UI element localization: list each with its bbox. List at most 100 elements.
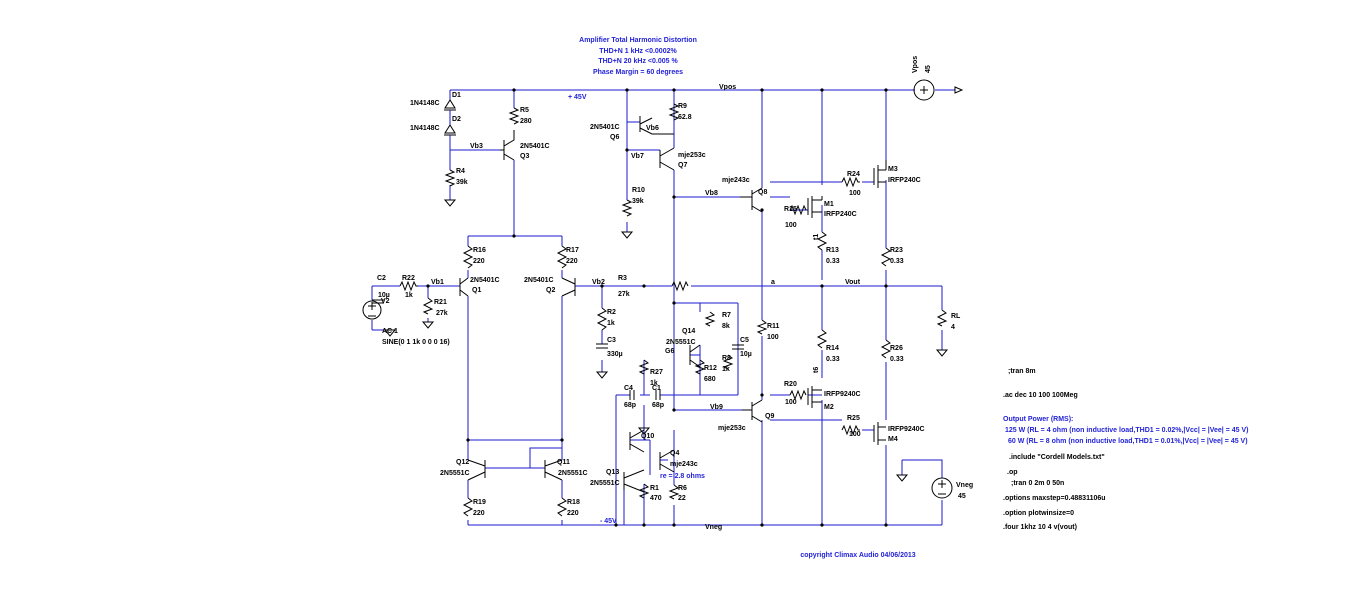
label-r7: R7	[722, 312, 731, 319]
net-label-vb1: Vb1	[431, 279, 444, 286]
label-q13: Q13	[606, 469, 619, 476]
transistor-q3	[500, 130, 515, 161]
transistor-q4	[659, 449, 675, 473]
net-label-neg45: - 45V	[600, 518, 617, 525]
label-r10: R10	[632, 187, 645, 194]
resistor-r7	[704, 311, 716, 327]
capacitor-c3	[596, 343, 608, 349]
resistor-r9	[668, 103, 680, 121]
label-d1-model: 1N4148C	[410, 100, 440, 107]
transistor-q12	[467, 459, 486, 481]
label-vneg-val: 45	[958, 493, 966, 500]
net-label-vout: Vout	[845, 279, 861, 286]
label-q3-model: 2N5401C	[520, 143, 550, 150]
net-label-vpos: Vpos	[719, 84, 736, 91]
label-q8-model: mje243c	[722, 177, 750, 184]
label-r18: R18	[567, 499, 580, 506]
directive-include: .include "Cordell Models.txt"	[1009, 454, 1105, 461]
label-vneg-src: Vneg	[956, 482, 973, 489]
capacitor-c1	[655, 390, 661, 400]
label-c2-val: 10µ	[378, 292, 390, 299]
component-labels: D1 1N4148C D2 1N4148C R5 280 2N5401C Q3 …	[377, 56, 973, 517]
directive-plotwinsize: .option plotwinsize=0	[1003, 510, 1074, 517]
label-r9: R9	[678, 103, 687, 110]
resistor-r20	[789, 389, 807, 401]
label-c5: C5	[740, 337, 749, 344]
resistor-r11	[756, 319, 768, 335]
label-r2: R2	[607, 309, 616, 316]
label-q1-model: 2N5401C	[470, 277, 500, 284]
resistor-r10	[621, 199, 633, 217]
directive-four: .four 1khz 10 4 v(vout)	[1003, 524, 1077, 531]
label-q11-model: 2N5551C	[558, 470, 588, 477]
resistor-r23	[880, 247, 892, 267]
label-r22: R22	[402, 275, 415, 282]
label-r18-val: 220	[567, 510, 579, 517]
directive-tran8m: ;tran 8m	[1008, 368, 1036, 375]
label-r15: R15	[784, 206, 797, 213]
label-r14: R14	[826, 345, 839, 352]
label-r24-val: 100	[849, 190, 861, 197]
voltage-source-vneg[interactable]	[931, 477, 953, 499]
label-q9: Q9	[765, 413, 774, 420]
mosfet-m4	[873, 422, 886, 445]
label-r4: R4	[456, 168, 465, 175]
label-r25: R25	[847, 415, 860, 422]
net-label-vb9: Vb9	[710, 404, 723, 411]
label-r26: R26	[890, 345, 903, 352]
voltage-source-vpos[interactable]	[913, 79, 935, 101]
label-c3-val: 330µ	[607, 351, 623, 358]
label-c3: C3	[607, 337, 616, 344]
label-q12: Q12	[456, 459, 469, 466]
label-q3: Q3	[520, 153, 529, 160]
capacitor-c5	[732, 344, 744, 350]
resistor-r21	[422, 297, 434, 315]
header-thd-20k: THD+N 20 kHz <0.005 %	[598, 58, 678, 65]
label-m2: M2	[824, 404, 834, 411]
label-r15-val: 100	[785, 222, 797, 229]
label-r17-val: 220	[566, 258, 578, 265]
voltage-source-v2[interactable]	[362, 300, 382, 320]
label-r23: R23	[890, 247, 903, 254]
resistor-rl	[936, 309, 948, 327]
label-m1-model: IRFP240C	[824, 211, 857, 218]
label-r26-val: 0.33	[890, 356, 904, 363]
label-q13-model: 2N5551C	[590, 480, 620, 487]
label-q4-model: mje243c	[670, 461, 698, 468]
label-r19: R19	[473, 499, 486, 506]
net-label-vb7: Vb7	[631, 153, 644, 160]
label-vpos-src: Vpos	[912, 56, 919, 73]
label-t1: t1	[813, 234, 820, 240]
label-r2-val: 1k	[607, 320, 615, 327]
resistor-r3	[671, 280, 689, 292]
label-r5: R5	[520, 107, 529, 114]
resistor-r18	[556, 497, 568, 517]
label-r16-val: 220	[473, 258, 485, 265]
label-rl: RL	[951, 313, 961, 320]
net-label-vb3: Vb3	[470, 143, 483, 150]
resistor-r27	[638, 359, 650, 375]
label-ac: AC 1	[382, 328, 398, 335]
label-g6: G6	[665, 348, 674, 355]
capacitors	[372, 299, 744, 400]
directive-ac: .ac dec 10 100 100Meg	[1003, 392, 1078, 399]
resistor-r14	[816, 329, 828, 349]
label-r6: R6	[678, 485, 687, 492]
resistor-r16	[462, 245, 474, 269]
net-label-a: a	[771, 279, 775, 286]
label-q2-model: 2N5401C	[524, 277, 554, 284]
transistor-q13	[623, 469, 645, 493]
label-q6: Q6	[610, 134, 619, 141]
label-r20-val: 100	[785, 399, 797, 406]
label-r9-val: 62.8	[678, 114, 692, 121]
resistor-r25	[841, 424, 860, 436]
label-m2-model: IRFP9240C	[824, 391, 861, 398]
resistor-r8	[722, 354, 734, 370]
label-r6-val: 22	[678, 495, 686, 502]
resistor-r17	[556, 245, 568, 269]
diode-d1[interactable]	[444, 99, 456, 111]
diode-d2[interactable]	[444, 124, 456, 136]
net-label-vneg: Vneg	[705, 524, 722, 531]
label-r11: R11	[767, 323, 780, 330]
label-c2: C2	[377, 275, 386, 282]
